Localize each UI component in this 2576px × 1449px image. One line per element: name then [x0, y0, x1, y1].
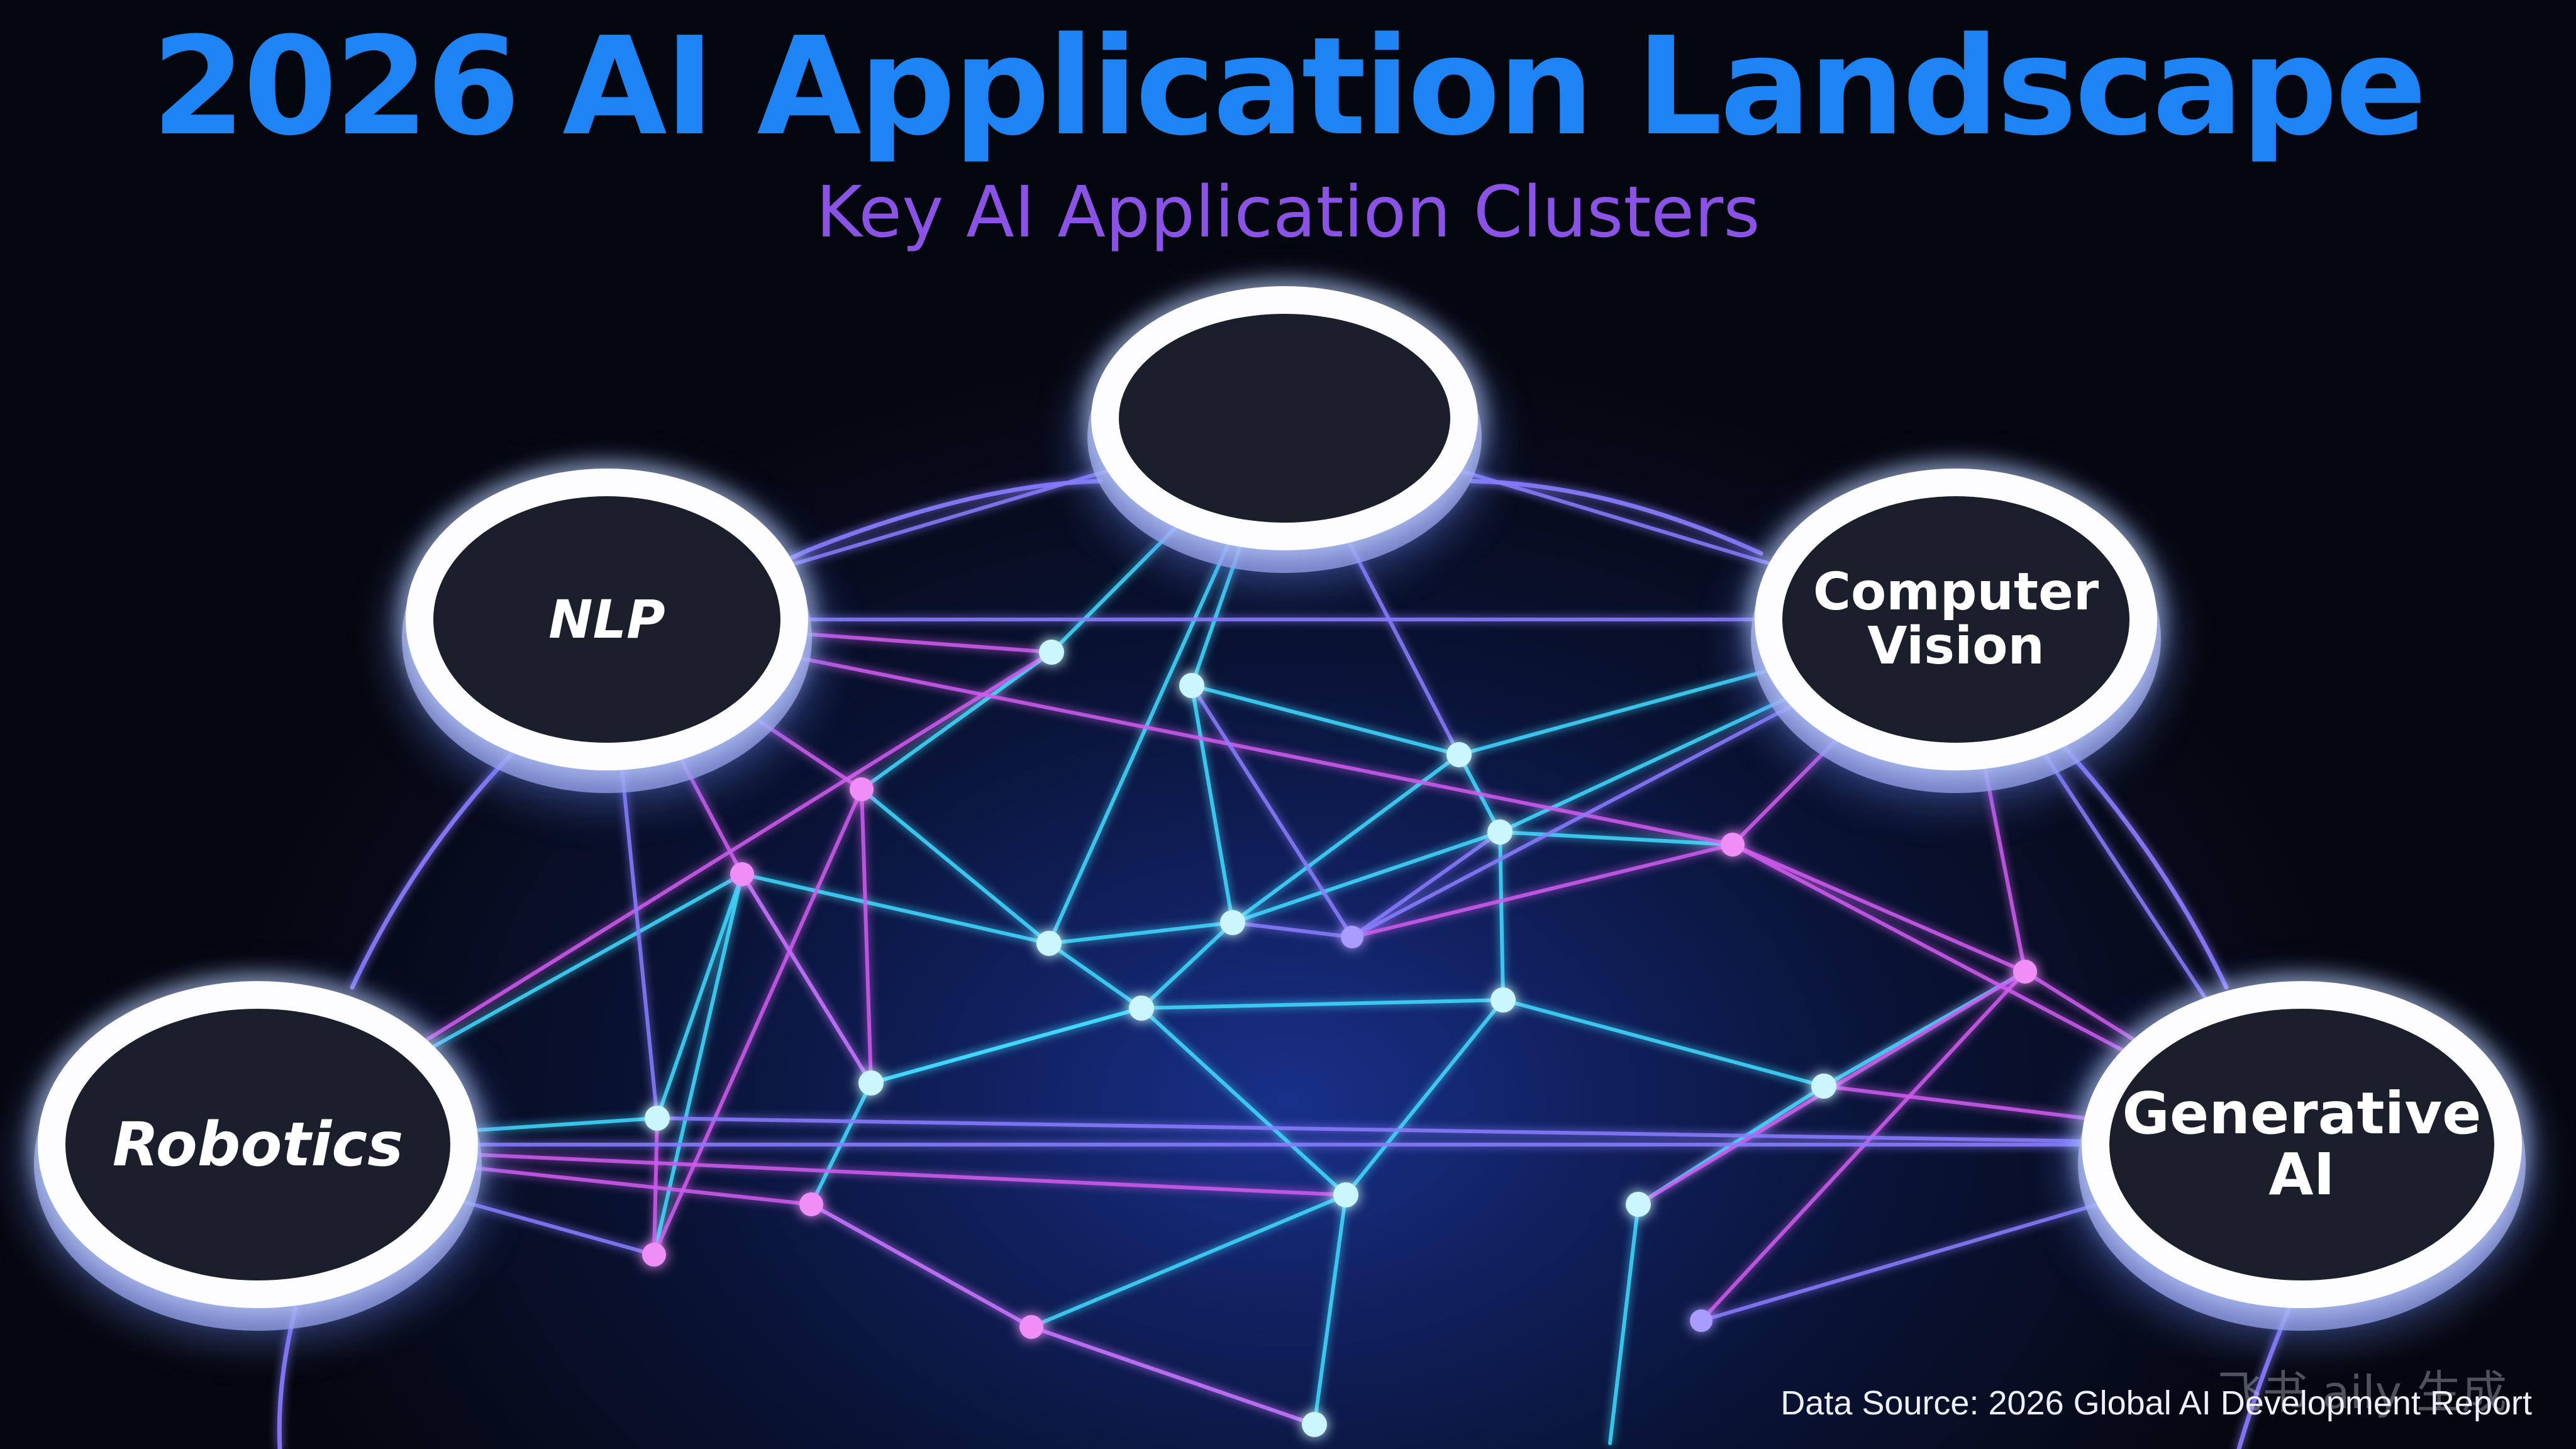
network-link-6	[1190, 684, 1235, 924]
outer-arc-right-lower	[2236, 1306, 2292, 1449]
cluster-node-generative-ai: Generative AI	[2082, 981, 2522, 1308]
cluster-label-generative-ai: Generative AI	[2122, 1080, 2482, 1208]
page-title: 2026 AI Application Landscape	[152, 8, 2427, 165]
network-link-27	[1030, 1193, 1348, 1329]
cluster-node-top	[1091, 286, 1478, 550]
network-link-59	[1350, 843, 1735, 939]
network-link-11	[1047, 921, 1235, 945]
network-junction-i	[1487, 819, 1513, 845]
network-junction-e	[730, 862, 754, 886]
watermark-logo: 飞书 aily 生成	[2217, 1366, 2507, 1419]
network-junction-l	[1491, 987, 1516, 1013]
outer-arc-right-top	[1469, 479, 1763, 556]
network-link-16	[1498, 830, 1735, 847]
network-junction-j	[1721, 833, 1745, 857]
network-junctions	[642, 640, 2037, 1437]
network-link-20	[1344, 998, 1505, 1197]
cluster-label-computer-vision: Computer Vision	[1813, 562, 2099, 676]
network-link-29	[1608, 1202, 1640, 1445]
network-link-56	[1030, 1325, 1316, 1426]
network-junction-w	[1302, 1412, 1327, 1437]
network-junction-f	[1036, 931, 1062, 956]
cluster-node-robotics: Robotics	[38, 981, 478, 1308]
data-source-note: Data Source: 2026 Global AI Development …	[1780, 1384, 2532, 1422]
network-link-14	[1140, 921, 1235, 1010]
page-subtitle: Key AI Application Clusters	[816, 172, 1760, 253]
network-junction-h	[1341, 926, 1363, 948]
network-junction-k	[1129, 996, 1154, 1021]
network-link-36	[652, 872, 744, 1257]
network-link-72	[1231, 921, 1354, 939]
network-link-71	[1350, 830, 1502, 939]
network-link-12	[740, 872, 1051, 945]
network-link-13	[1047, 941, 1143, 1010]
cluster-label-nlp: NLP	[548, 588, 665, 650]
network-link-26	[1313, 1193, 1348, 1426]
network-junction-g	[1220, 910, 1245, 935]
network-link-42	[652, 787, 863, 1257]
network-junction-q	[1333, 1182, 1358, 1208]
network-link-52	[652, 1116, 659, 1257]
network-junction-r	[1626, 1192, 1651, 1217]
network-junction-b	[1179, 673, 1204, 698]
network-junction-s	[1811, 1074, 1836, 1099]
cluster-label-robotics: Robotics	[112, 1109, 404, 1180]
network-junction-n	[645, 1106, 670, 1131]
network-link-7	[1190, 684, 1461, 757]
network-link-57	[740, 872, 873, 1085]
network-link-25	[869, 1006, 1143, 1085]
network-junction-m	[858, 1070, 884, 1096]
network-link-10	[1231, 830, 1502, 924]
network-link-21	[1501, 998, 1826, 1088]
network-link-66	[1190, 684, 1354, 939]
outer-arc-right-upper	[2057, 740, 2229, 990]
network-link-19	[1140, 1006, 1348, 1197]
network-link-44	[1731, 843, 2027, 974]
network-link-51	[809, 1202, 1033, 1329]
network-junction-v	[1690, 1309, 1713, 1332]
network-link-68	[655, 1116, 2304, 1146]
network-link-17	[1140, 998, 1505, 1010]
network-junction-t	[642, 1243, 666, 1267]
network-junction-p	[799, 1192, 823, 1216]
network-junction-a	[1039, 640, 1064, 665]
network-link-58	[860, 787, 873, 1085]
network-junction-c	[1446, 742, 1472, 767]
network-link-5	[860, 787, 1051, 945]
cluster-node-nlp: NLP	[406, 469, 808, 770]
network-junction-o	[2013, 960, 2037, 984]
network-junction-u	[1019, 1315, 1043, 1339]
network-junction-d	[850, 777, 874, 801]
network-link-22	[655, 872, 744, 1120]
outer-arc-left-lower	[277, 1306, 298, 1449]
network-link-4	[860, 650, 1053, 791]
cluster-node-computer-vision: Computer Vision	[1755, 469, 2157, 770]
